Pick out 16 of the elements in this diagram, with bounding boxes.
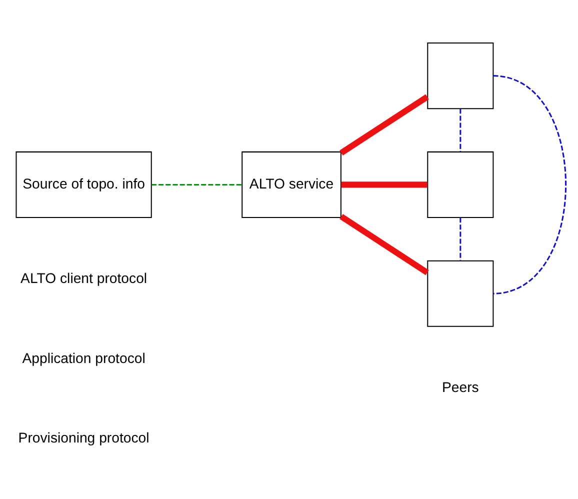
connector <box>340 213 429 275</box>
legend-label: ALTO client protocol <box>20 270 148 286</box>
legend-label: Application protocol <box>22 349 146 366</box>
label: Peers <box>442 378 479 395</box>
connector <box>152 183 242 185</box>
connector <box>340 94 429 155</box>
connector <box>341 181 428 188</box>
connector <box>460 217 462 260</box>
node-box <box>427 260 494 326</box>
legend-label: Provisioning protocol <box>18 429 150 446</box>
node-box <box>427 42 494 109</box>
node-box: ALTO service <box>242 150 342 218</box>
connector <box>460 108 462 152</box>
node-box: Source of topo. info <box>16 150 152 218</box>
node-box <box>427 150 494 218</box>
connector <box>493 74 566 294</box>
